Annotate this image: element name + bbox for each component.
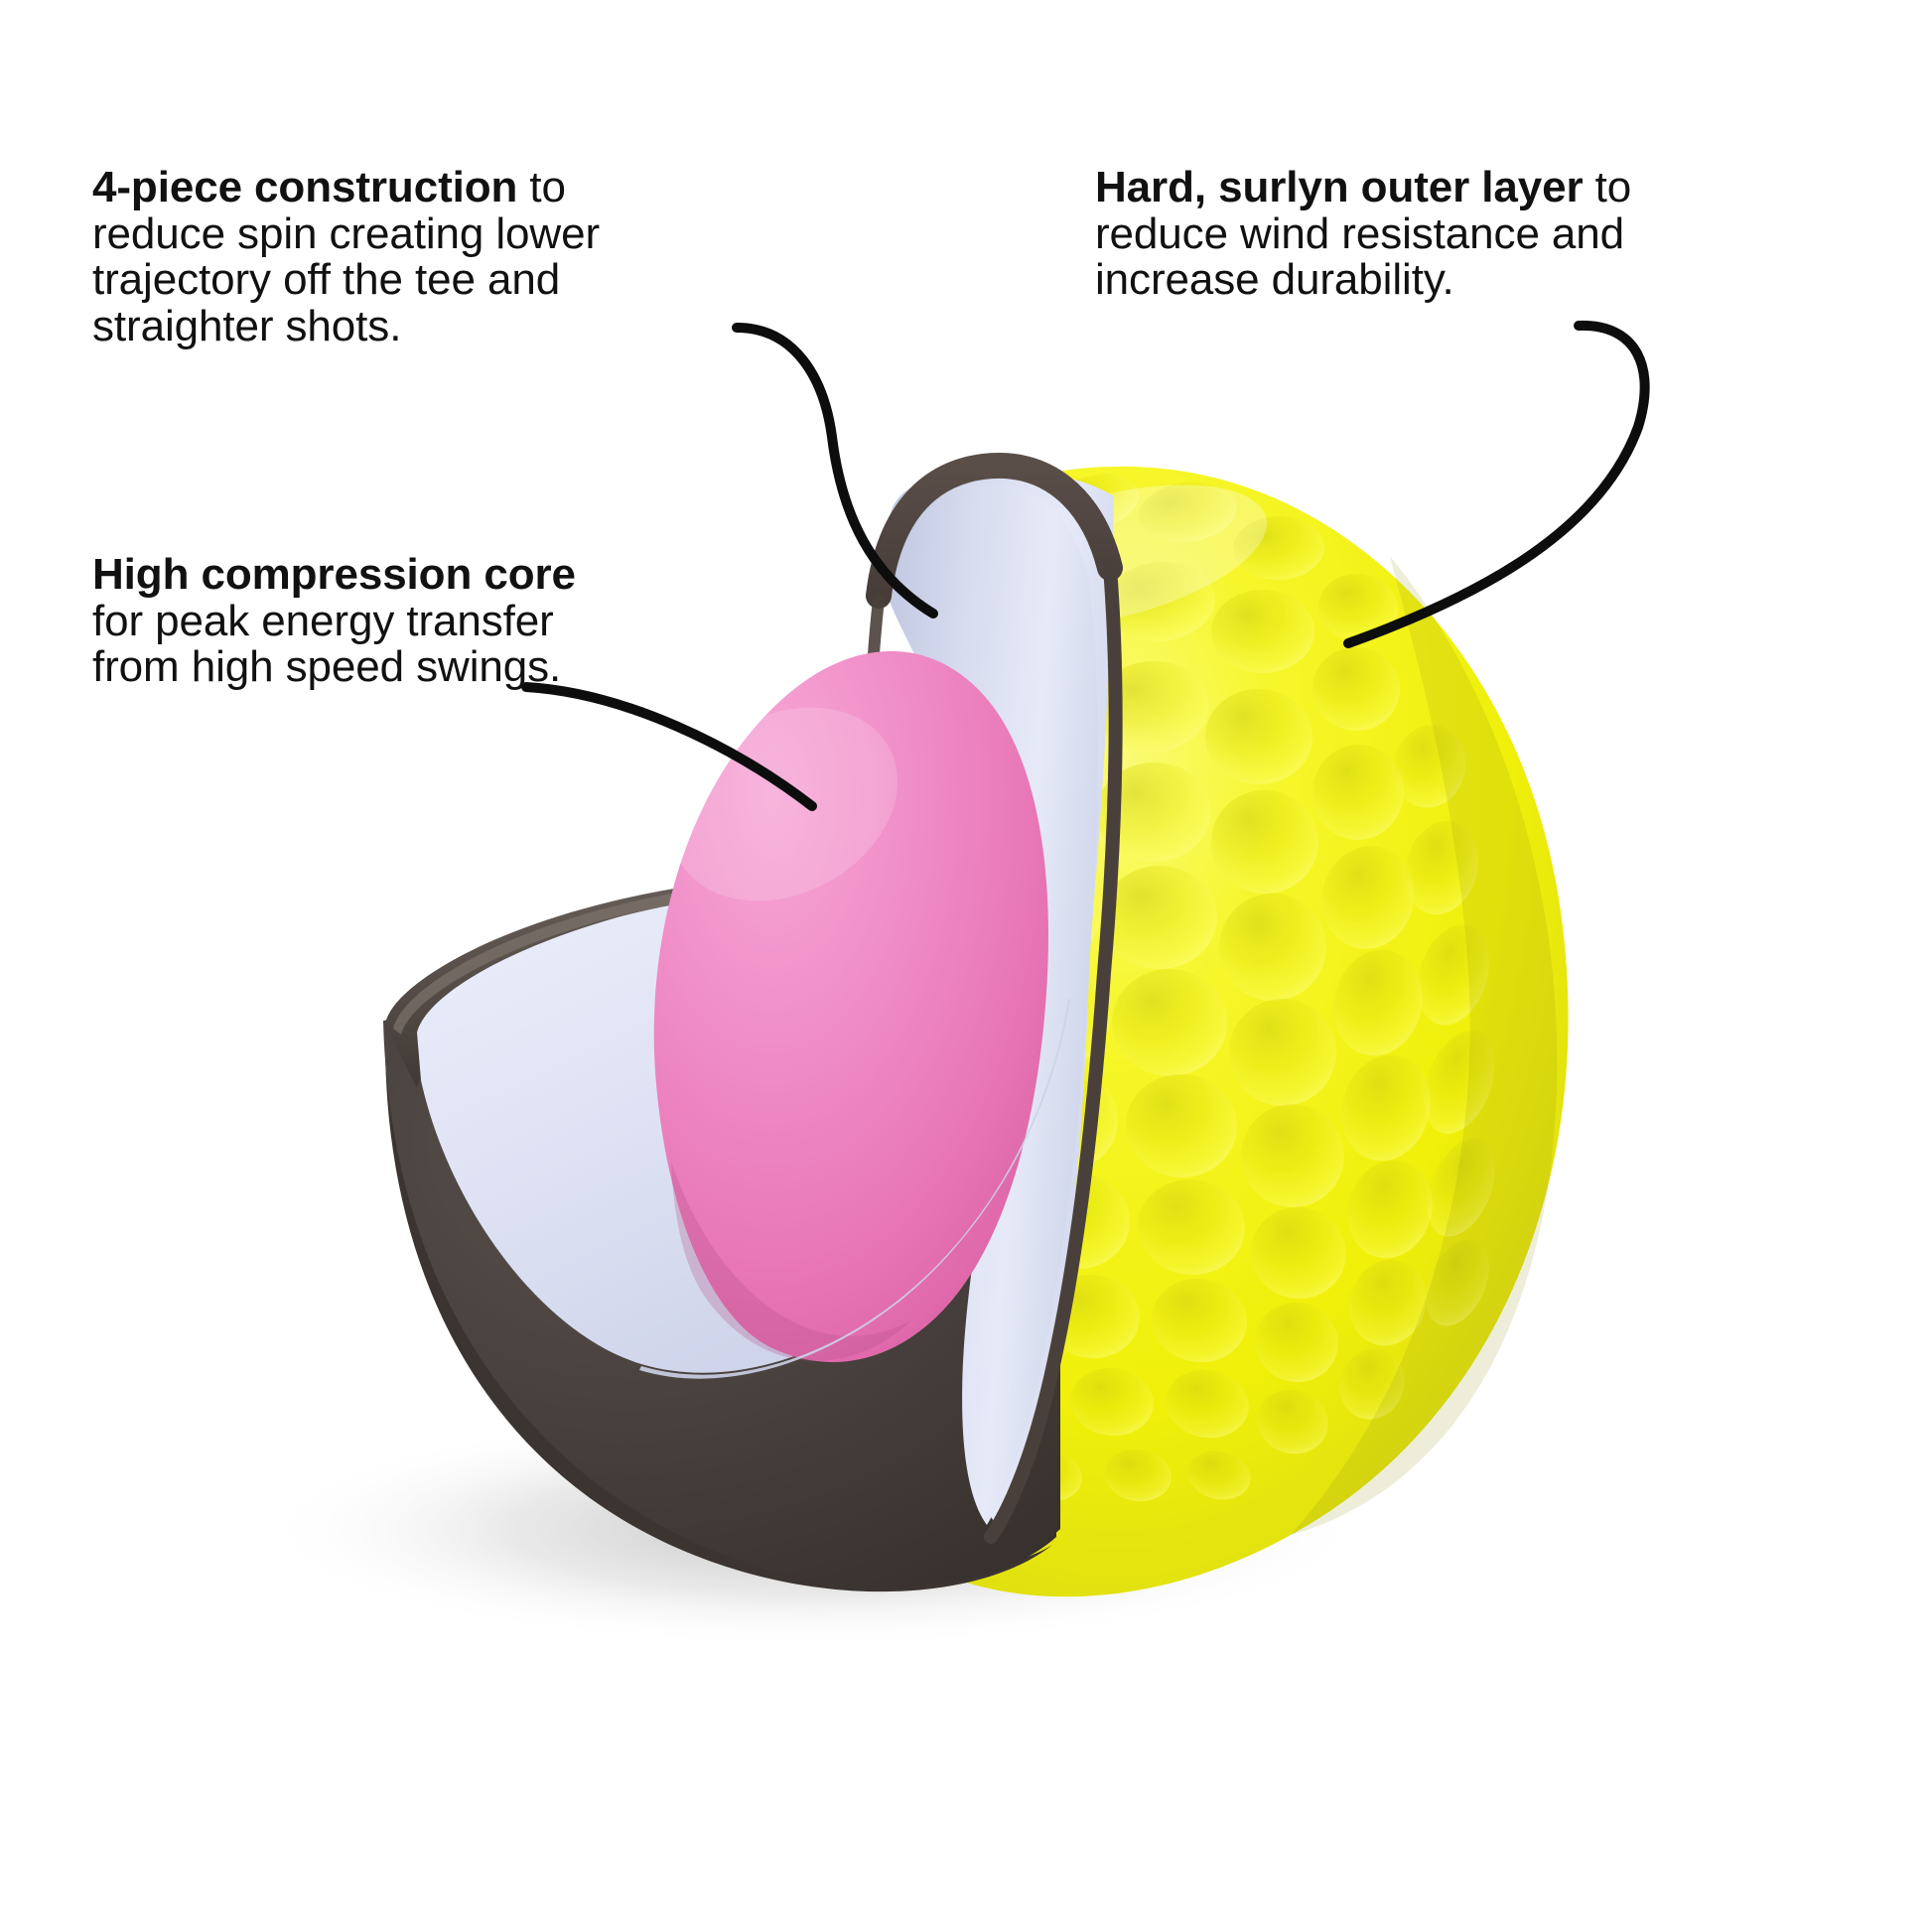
callout-core: High compression core for peak energy tr…: [92, 550, 609, 692]
callout-construction-lead: 4-piece construction: [92, 163, 518, 211]
callout-surlyn: Hard, surlyn outer layer to reduce wind …: [1095, 163, 1651, 305]
callout-surlyn-lead: Hard, surlyn outer layer: [1095, 163, 1584, 211]
callout-construction-body: to reduce spin creating lower trajectory…: [92, 163, 601, 350]
core-layer: [653, 650, 1048, 1363]
leader-line-core: [521, 682, 817, 811]
callout-construction: 4-piece construction to reduce spin crea…: [92, 163, 688, 350]
leader-line-construction: [732, 323, 938, 619]
callout-surlyn-body: to reduce wind resistance and increase d…: [1095, 163, 1632, 305]
callout-core-lead: High compression core: [92, 550, 576, 599]
leader-line-surlyn: [1343, 320, 1650, 648]
callout-core-body: for peak energy transfer from high speed…: [92, 596, 562, 692]
